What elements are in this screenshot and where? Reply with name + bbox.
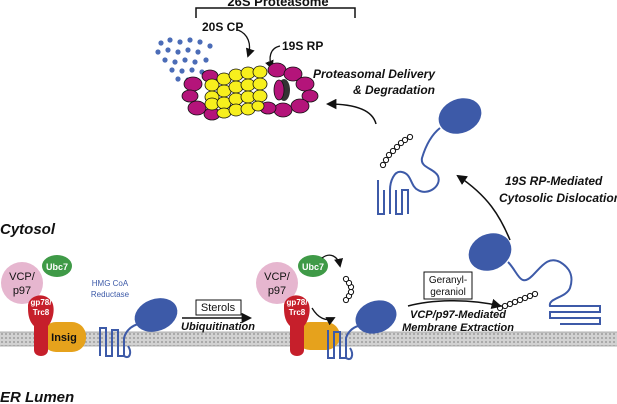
vcp-left-label-2: p97	[13, 285, 31, 297]
ubc7-mid-label: Ubc7	[302, 262, 324, 272]
hmgr-dislocated-tail	[377, 127, 441, 215]
gp78-left	[28, 295, 54, 356]
gp78-mid-label-1: gp78/	[287, 298, 309, 307]
vcp-mid-label-1: VCP/	[264, 271, 291, 283]
ubiquitin-chain-mid	[342, 275, 355, 304]
ubiquitin-chain-top	[379, 133, 414, 169]
gp78-left-label-1: gp78/	[31, 298, 53, 307]
hmgr-dislocated-head	[438, 98, 482, 134]
ubc7-transfer-arrow	[321, 254, 344, 268]
geranyl-label-2: geraniol	[430, 287, 466, 298]
hmgr-label-1: HMG CoA	[92, 279, 129, 288]
rp-label: 19S RP	[282, 39, 323, 53]
hmgr-left-head	[134, 298, 178, 332]
sterols-box	[195, 299, 242, 316]
proteasome-bracket	[195, 7, 356, 18]
gp78-left-label-2: Trc8	[33, 308, 50, 317]
hmgr-label-2: Reductase	[91, 290, 130, 299]
geranyl-label-1: Geranyl-	[429, 275, 467, 286]
extraction-label-1: VCP/p97-Mediated	[410, 309, 506, 321]
vcp-mid-label-2: p97	[268, 285, 286, 297]
dislocation-label-1: 19S RP-Mediated	[505, 174, 603, 188]
gp78-mid-label-2: Trc8	[289, 308, 306, 317]
sterols-label: Sterols	[201, 302, 236, 314]
hmgr-mid-head	[355, 300, 397, 334]
ubiquitin-chain-right	[496, 290, 539, 312]
geranylgeraniol-box	[423, 271, 473, 300]
ubc7-mid	[298, 255, 328, 277]
insig-label: Insig	[51, 332, 77, 344]
delivery-label-1: Proteasomal Delivery	[313, 67, 436, 81]
ubiquitination-label: Ubiquitination	[181, 321, 255, 333]
proteasome-20s-cp	[204, 65, 268, 119]
ubc7-left-label: Ubc7	[46, 262, 68, 272]
vcp-left-label-1: VCP/	[9, 271, 36, 283]
hmgr-extracted-tail	[507, 259, 601, 325]
gp78-transfer-arrow	[311, 307, 336, 326]
vcp-p97-left	[1, 262, 43, 304]
proteasome-title: 26S Proteasome	[227, 0, 328, 9]
cp-label: 20S CP	[202, 20, 243, 34]
delivery-arrow	[325, 98, 377, 125]
cytosol-label: Cytosol	[0, 221, 56, 238]
dislocation-arrow	[456, 174, 511, 241]
ubc7-left	[42, 255, 72, 277]
hmgr-left-tm	[99, 323, 139, 358]
delivery-label-2: & Degradation	[353, 83, 435, 97]
insig-left	[42, 322, 86, 352]
gp78-mid	[284, 295, 310, 356]
proteasome-19s-rp	[181, 62, 319, 121]
extraction-arrow	[407, 298, 503, 310]
cp-arrow	[237, 29, 255, 58]
hmgr-mid-tm	[327, 325, 359, 360]
dislocation-label-2: Cytosolic Dislocation	[499, 191, 617, 205]
extraction-label-2: Membrane Extraction	[402, 322, 514, 334]
hmgr-extracted-head	[468, 233, 512, 271]
er-lumen-label: ER Lumen	[0, 389, 74, 404]
vcp-p97-mid	[256, 262, 298, 304]
